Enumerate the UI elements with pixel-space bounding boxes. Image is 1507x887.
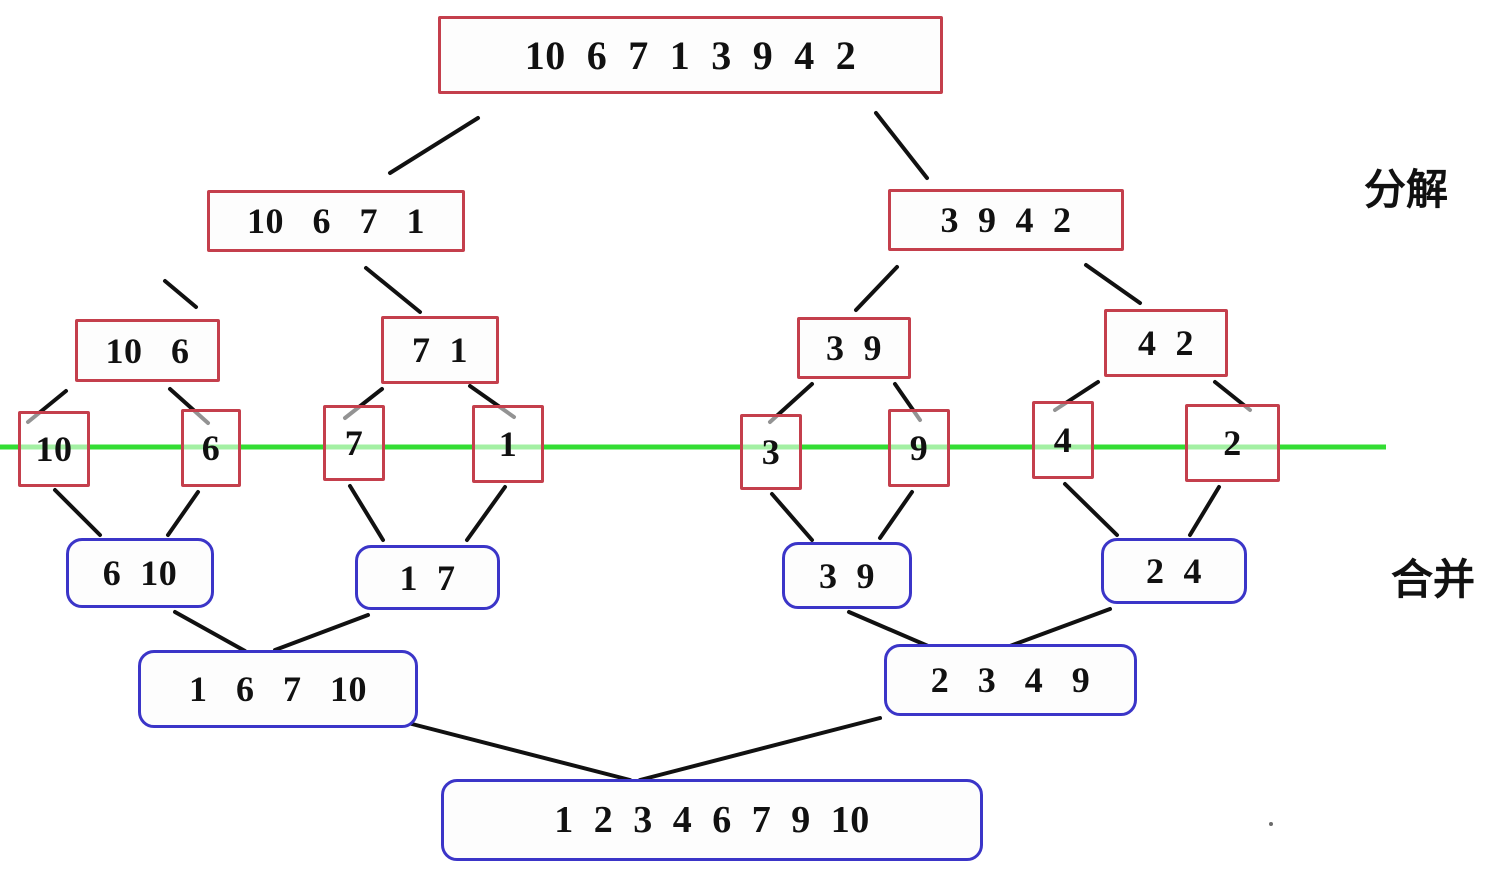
split-node-leaf-3: 3 [740,414,802,490]
edge-s-l-to-s-ll [163,279,198,309]
split-node-leaf-4: 4 [1032,401,1094,479]
merge-node-final: 1 2 3 4 6 7 9 10 [441,779,983,861]
phase-label-divide: 分解 [1364,165,1449,214]
split-node-leaf-7: 7 [323,405,385,481]
split-node-leaf-2: 2 [1185,404,1280,482]
edge-m-rr-to-m-r [1008,607,1112,648]
split-node-s-l: 10 6 7 1 [207,190,465,252]
edge-root-to-s-r [874,111,929,180]
edge-s-l-to-s-lr [364,266,422,314]
edge-leaf-6-to-m-ll [166,490,200,537]
edge-leaf-1-to-m-lr [465,485,507,542]
split-node-s-rr: 4 2 [1104,309,1228,377]
split-node-leaf-6: 6 [181,409,241,487]
split-node-s-rl: 3 9 [797,317,911,379]
split-node-s-ll: 10 6 [75,319,220,382]
merge-node-m-l: 1 6 7 10 [138,650,418,728]
merge-node-m-rl: 3 9 [782,542,912,609]
split-node-leaf-1: 1 [472,405,544,483]
edge-root-to-s-l [388,116,480,175]
stray-dot-artifact [1269,822,1273,826]
edge-s-r-to-s-rl [854,265,899,312]
edge-m-lr-to-m-l [273,613,370,652]
edge-leaf-9-to-m-rl [878,490,914,540]
split-node-leaf-9: 9 [888,409,950,487]
edge-leaf-2-to-m-rr [1188,485,1221,537]
edge-leaf-10-to-m-ll [53,488,102,537]
edge-leaf-3-to-m-rl [770,492,814,542]
split-node-leaf-10: 10 [18,411,90,487]
split-node-s-lr: 7 1 [381,316,499,384]
merge-node-m-ll: 6 10 [66,538,214,608]
phase-label-merge: 合并 [1391,555,1476,604]
edge-m-r-to-final [638,716,882,782]
merge-node-m-rr: 2 4 [1101,538,1247,604]
edge-m-ll-to-m-l [173,610,247,653]
split-node-s-r: 3 9 4 2 [888,189,1124,251]
edge-m-l-to-final [410,722,632,782]
edge-leaf-7-to-m-lr [348,484,385,542]
edge-s-r-to-s-rr [1084,263,1142,305]
split-node-root: 10 6 7 1 3 9 4 2 [438,16,943,94]
merge-node-m-r: 2 3 4 9 [884,644,1137,716]
merge-node-m-lr: 1 7 [355,545,500,610]
edge-leaf-4-to-m-rr [1063,482,1119,537]
